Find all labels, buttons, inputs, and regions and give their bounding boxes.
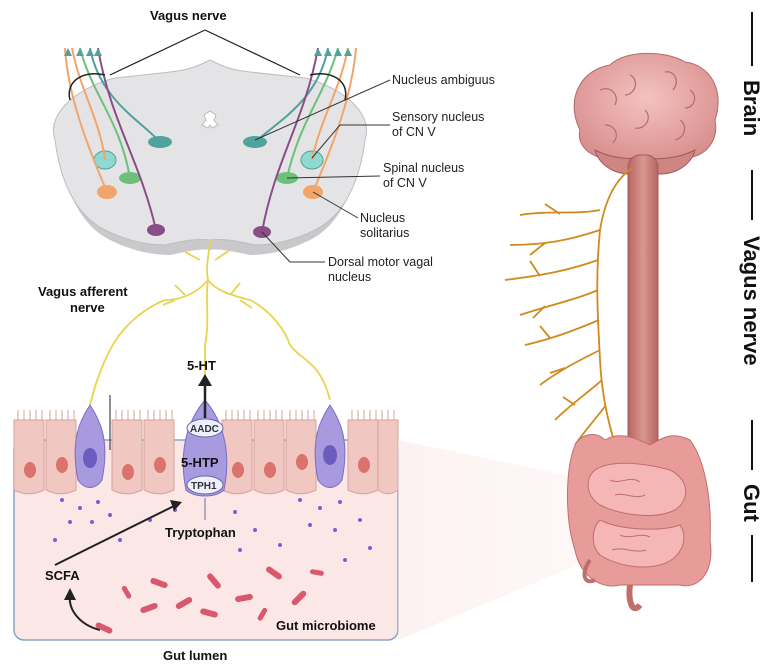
vagus-afferent-nerve-tree bbox=[89, 239, 331, 406]
anatomy-figure bbox=[504, 52, 719, 612]
vagus-nerve-top-label: Vagus nerve bbox=[150, 8, 227, 23]
brain bbox=[573, 52, 719, 166]
vagus-fibers-right bbox=[254, 47, 357, 233]
spinal-cord bbox=[627, 154, 659, 466]
callout-lines bbox=[254, 79, 391, 263]
brainstem-face bbox=[52, 59, 368, 246]
nucleus-solitarius-label-2: solitarius bbox=[360, 226, 409, 240]
nerve-bracket-left bbox=[68, 73, 106, 101]
ec-nucleus-right bbox=[323, 445, 337, 465]
vagus-afferent-label-1: Vagus afferent bbox=[38, 284, 128, 299]
nucleus-ambiguus-label: Nucleus ambiguus bbox=[392, 73, 495, 87]
spinal-nucleus-label-1: Spinal nucleus bbox=[383, 161, 464, 175]
ec-nucleus-left bbox=[83, 448, 97, 468]
aadc-label: AADC bbox=[190, 424, 219, 435]
five-htp-label: 5-HTP bbox=[181, 455, 219, 470]
side-labels: Brain Vagus nerve Gut bbox=[739, 12, 764, 582]
vagus-nerve-branches bbox=[504, 167, 633, 461]
rectum bbox=[626, 584, 643, 612]
brain-side-label: Brain bbox=[739, 80, 764, 136]
central-canal bbox=[201, 110, 219, 129]
dorsal-motor-label-1: Dorsal motor vagal bbox=[328, 255, 433, 269]
sensory-nucleus-label-1: Sensory nucleus bbox=[392, 110, 484, 124]
aadc-enzyme bbox=[186, 418, 224, 438]
tryptophan-label: Tryptophan bbox=[165, 525, 236, 540]
sensory-nucleus-label-2: of CN V bbox=[392, 125, 436, 139]
spinal-nucleus-label-2: of CN V bbox=[383, 176, 427, 190]
brain-folds bbox=[599, 71, 696, 144]
gut-lumen-label: Gut lumen bbox=[163, 648, 227, 663]
tph1-enzyme bbox=[186, 475, 224, 495]
zoom-connector bbox=[398, 440, 590, 640]
scfa-label: SCFA bbox=[45, 568, 80, 583]
gut-microbiome-label: Gut microbiome bbox=[276, 618, 376, 633]
vagus-afferent-label-2: nerve bbox=[70, 300, 105, 315]
gut-bacteria bbox=[95, 566, 324, 634]
brainstem-section bbox=[52, 59, 368, 255]
secreted-particles bbox=[53, 498, 372, 562]
nucleus-solitarius-label-1: Nucleus bbox=[360, 211, 405, 225]
dorsal-motor-label-2: nucleus bbox=[328, 270, 371, 284]
gut-side-label: Gut bbox=[739, 484, 764, 523]
tph1-label: TPH1 bbox=[191, 481, 217, 492]
vagus-fibers-left bbox=[64, 47, 161, 231]
small-intestine bbox=[587, 462, 687, 568]
enterochromaffin-cell-left bbox=[74, 404, 106, 488]
five-ht-label: 5-HT bbox=[187, 358, 216, 373]
microvilli bbox=[17, 410, 395, 420]
cell-nuclei bbox=[24, 454, 370, 480]
appendix bbox=[582, 558, 596, 584]
vagus-nerve-side-label: Vagus nerve bbox=[739, 236, 764, 366]
nerve-bracket-right bbox=[309, 73, 347, 101]
gut-section: AADC TPH1 5-HT 5-HTP Tryptophan SCFA bbox=[13, 358, 399, 641]
